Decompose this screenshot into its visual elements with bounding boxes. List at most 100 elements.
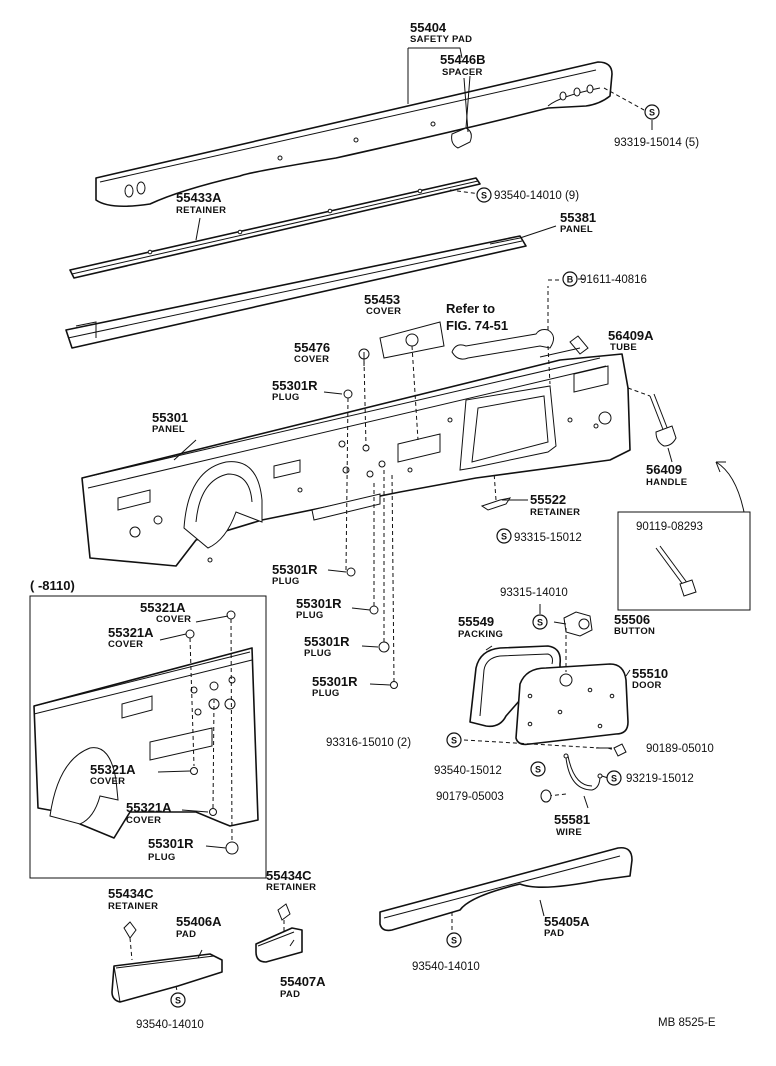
svg-text:RETAINER: RETAINER [108,901,158,912]
screw-symbol: S [644,104,660,120]
svg-text:RETAINER: RETAINER [266,882,316,893]
svg-text:PLUG: PLUG [312,688,340,699]
label-55407A: 55407A [280,974,326,989]
svg-text:COVER: COVER [108,639,143,650]
handle-56409 [627,387,677,447]
bolt-symbol: B [562,271,578,287]
label-range: ( -8110) [30,578,75,593]
inset-early-panel [29,595,267,879]
label-55321A-c: 55321A [90,762,136,777]
safety-pad-55404 [95,61,613,208]
bolt-90189 [607,743,627,757]
plug-55301R-a [346,567,356,577]
svg-text:RETAINER: RETAINER [530,507,580,518]
label-55510: 55510 [632,666,668,681]
label-55434C-left: 55434C [108,886,154,901]
label-55301R-top: 55301R [272,378,318,393]
svg-text:PLUG: PLUG [296,610,324,621]
part-labels: 55404 SAFETY PAD 55446B SPACER 93319-150… [30,20,716,1031]
inset-arrow [715,461,745,513]
svg-text:COVER: COVER [90,776,125,787]
svg-text:S: S [611,774,617,784]
label-93316: 93316-15010 (2) [326,737,411,749]
label-55301: 55301 [152,410,188,425]
label-90179: 90179-05003 [436,791,504,803]
svg-text:SAFETY PAD: SAFETY PAD [410,34,472,45]
label-55321A-b: 55321A [108,625,154,640]
plug-55301R-c [378,470,390,653]
label-55405A: 55405A [544,914,590,929]
spacer-55446B [451,75,472,149]
label-93315-15012: 93315-15012 [514,532,582,544]
svg-text:HANDLE: HANDLE [646,477,687,488]
svg-text:B: B [567,275,574,285]
svg-text:WIRE: WIRE [556,827,582,838]
label-55433A: 55433A [176,190,222,205]
label-55453: 55453 [364,292,400,307]
cover-55453 [379,321,445,441]
svg-text:PANEL: PANEL [152,424,185,435]
label-55301R-b: 55301R [296,596,342,611]
label-55301R-d: 55301R [312,674,358,689]
pad-55405A [379,846,633,936]
wire-55581 [547,753,603,797]
label-55446B: 55446B [440,52,486,67]
pad-55406A [111,953,223,1003]
svg-text:S: S [451,936,457,946]
svg-text:PLUG: PLUG [148,852,176,863]
svg-text:S: S [501,532,507,542]
washer-90179 [540,789,552,803]
tube-56409A [569,335,589,355]
leader-lines [157,47,673,959]
screw-symbol: S [606,770,622,786]
label-55581: 55581 [554,812,590,827]
label-93315-14010: 93315-14010 [500,587,568,599]
label-93540-9: 93540-14010 (9) [494,190,579,202]
svg-text:SPACER: SPACER [442,67,483,78]
svg-text:PLUG: PLUG [272,392,300,403]
svg-text:COVER: COVER [156,614,191,625]
screw-symbol: S [476,187,492,203]
label-55506: 55506 [614,612,650,627]
svg-text:COVER: COVER [366,306,401,317]
retainer-55434C-right [277,903,291,932]
label-93540-14010-right: 93540-14010 [412,961,480,973]
label-55301R-c: 55301R [304,634,350,649]
label-55404: 55404 [410,20,447,35]
label-55522: 55522 [530,492,566,507]
label-55434C-right: 55434C [266,868,312,883]
screw-symbol: S [496,528,512,544]
label-90119: 90119-08293 [636,521,703,533]
label-93540-14010-left: 93540-14010 [136,1019,204,1031]
svg-text:DOOR: DOOR [632,680,662,691]
label-55406A: 55406A [176,914,222,929]
label-93219: 93219-15012 [626,773,694,785]
label-55381: 55381 [560,210,596,225]
svg-text:S: S [537,618,543,628]
svg-text:BUTTON: BUTTON [614,626,655,637]
label-drawing-code: MB 8525-E [658,1017,716,1029]
screw-symbol: S [530,761,546,777]
door-55510 [515,663,629,746]
label-55321A-a: 55321A [140,600,186,615]
svg-text:S: S [451,736,457,746]
screw-symbol: S [446,732,462,748]
label-93319: 93319-15014 (5) [614,137,699,149]
retainer-55433A [69,177,481,279]
label-55321A-d: 55321A [126,800,172,815]
label-55549: 55549 [458,614,494,629]
screw-lead-93316 [463,739,601,749]
svg-text:COVER: COVER [126,815,161,826]
inset-bolt-box [617,511,751,611]
grab-handle [451,286,554,385]
button-55506 [563,611,593,672]
svg-text:PAD: PAD [176,929,196,940]
svg-text:COVER: COVER [294,354,329,365]
svg-text:PAD: PAD [280,989,300,1000]
screw-symbol: S [532,614,548,630]
svg-text:PLUG: PLUG [304,648,332,659]
svg-text:S: S [175,996,181,1006]
label-93540-15012: 93540-15012 [434,765,502,777]
svg-text:PLUG: PLUG [272,576,300,587]
